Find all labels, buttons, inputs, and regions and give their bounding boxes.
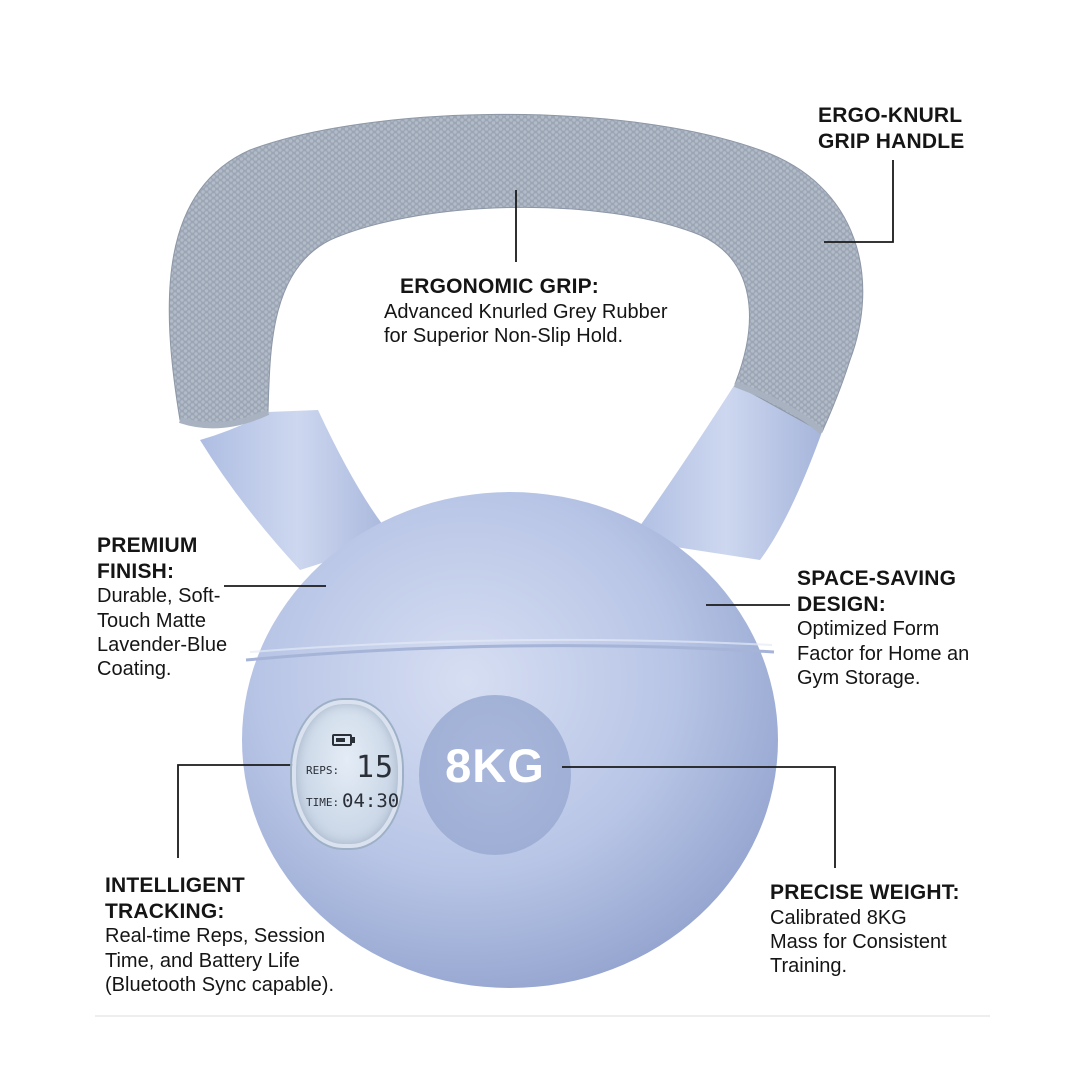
reps-value: 15 [356,750,395,785]
body-seam [245,644,775,662]
battery-icon [332,734,355,746]
callout-intelligent-tracking: INTELLIGENT TRACKING: Real-time Reps, Se… [105,873,334,997]
weight-label: 8KG [445,739,545,792]
callout-title: ERGO-KNURL GRIP HANDLE [818,104,965,153]
leader-intelligent [177,764,298,858]
handle-left-leg [200,410,395,570]
time-value: 04:30 [342,790,400,812]
callout-title: PRECISE WEIGHT: [770,881,960,904]
lcd-display: REPS: 15 TIME: 04:30 [292,700,402,848]
leader-precise [562,766,836,868]
callout-title: SPACE-SAVING DESIGN: [797,567,957,616]
callout-body: Advanced Knurled Grey Rubber for Superio… [384,300,668,347]
handle-right-leg [630,384,822,560]
callout-title: PREMIUM FINISH: [97,534,198,583]
callout-body: Real-time Reps, Session Time, and Batter… [105,925,335,996]
weight-plug [419,695,571,855]
callout-title: INTELLIGENT TRACKING: [105,874,245,923]
grip-handle [168,113,864,433]
leader-ergo-knurl [824,160,894,243]
reps-label: REPS: [306,764,340,777]
callout-title: ERGONOMIC GRIP: [400,275,600,298]
callout-ergonomic-grip: ERGONOMIC GRIP: Advanced Knurled Grey Ru… [384,274,668,348]
callout-ergo-knurl: ERGO-KNURL GRIP HANDLE [818,103,965,154]
callout-body: Optimized Form Factor for Home an Gym St… [797,618,970,689]
callout-body: Durable, Soft- Touch Matte Lavender-Blue… [97,585,228,681]
callout-body: Calibrated 8KG Mass for Consistent Train… [770,906,947,978]
callout-premium-finish: PREMIUM FINISH: Durable, Soft- Touch Mat… [97,533,227,682]
callout-precise-weight: PRECISE WEIGHT: Calibrated 8KG Mass for … [770,880,960,979]
time-label: TIME: [306,796,340,809]
leader-lines [177,160,894,868]
callout-space-saving: SPACE-SAVING DESIGN: Optimized Form Fact… [797,566,969,690]
